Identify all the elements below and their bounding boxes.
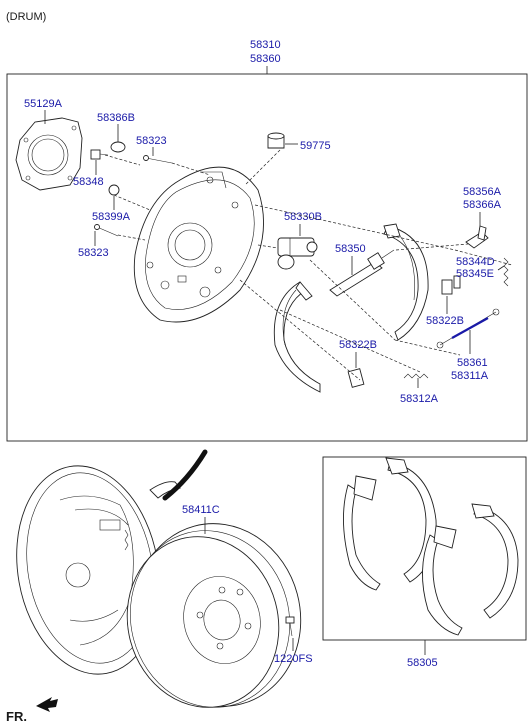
- part-label-58323-lower[interactable]: 58323: [78, 247, 109, 259]
- part-label-58356A[interactable]: 58356A: [463, 186, 502, 198]
- part-label-58305[interactable]: 58305: [407, 657, 438, 669]
- shoe-pin-upper-part: [441, 275, 461, 295]
- part-label-58386B[interactable]: 58386B: [97, 112, 135, 124]
- part-label-58330B[interactable]: 58330B: [284, 211, 322, 223]
- return-spring-small-part: [503, 257, 509, 287]
- assembly-code-58360[interactable]: 58360: [250, 53, 281, 65]
- upper-assembly-frame: [6, 73, 528, 442]
- bleeder-cap-part: [267, 132, 285, 149]
- part-label-58345E[interactable]: 58345E: [456, 268, 494, 280]
- part-label-58344D[interactable]: 58344D: [456, 256, 495, 268]
- part-label-58311A[interactable]: 58311A: [451, 370, 489, 382]
- variant-label: (DRUM): [6, 11, 46, 23]
- shoe-set-frame: [322, 456, 527, 641]
- nut-part: [90, 149, 109, 160]
- part-label-58366A[interactable]: 58366A: [463, 199, 502, 211]
- wheel-cylinder-part: [277, 237, 318, 270]
- front-direction-label: FR.: [6, 709, 27, 724]
- parking-lever-part: [465, 225, 489, 249]
- return-spring-upper-part: [436, 308, 500, 349]
- brake-shoe-right-part: [383, 223, 429, 341]
- assembly-code-58310[interactable]: 58310: [250, 39, 281, 51]
- drum-screw-part: [285, 616, 295, 637]
- shoe-clip-lower-part: [347, 368, 365, 388]
- assembly-direction-arrow: [162, 449, 208, 501]
- part-label-58348[interactable]: 58348: [73, 176, 104, 188]
- front-direction-icon: [36, 697, 58, 712]
- adjuster-part: [329, 249, 395, 297]
- cap-part: [108, 184, 120, 196]
- part-label-58399A[interactable]: 58399A: [92, 211, 131, 223]
- part-label-1220FS[interactable]: 1220FS: [274, 653, 313, 665]
- brake-shoe-left-part: [273, 281, 321, 393]
- brake-drum-part: [126, 523, 302, 708]
- assembly-guide-lines: [104, 149, 513, 381]
- part-label-59775[interactable]: 59775: [300, 140, 331, 152]
- plug-part: [110, 141, 126, 153]
- bolt-lower-part: [94, 224, 119, 237]
- part-label-58322B-lower[interactable]: 58322B: [339, 339, 377, 351]
- return-spring-lower-part: [403, 373, 429, 379]
- part-label-58411C[interactable]: 58411C: [182, 504, 220, 516]
- part-label-55129A[interactable]: 55129A: [24, 98, 63, 110]
- backing-plate-part: [133, 166, 264, 323]
- shoe-set-part: [343, 457, 519, 636]
- part-label-58322B-upper[interactable]: 58322B: [426, 315, 464, 327]
- part-label-58361[interactable]: 58361: [457, 357, 488, 369]
- bolt-upper-part: [143, 155, 173, 164]
- part-label-58312A[interactable]: 58312A: [400, 393, 439, 405]
- gasket-part: [15, 117, 83, 191]
- part-label-58323-upper[interactable]: 58323: [136, 135, 167, 147]
- part-label-58350[interactable]: 58350: [335, 243, 366, 255]
